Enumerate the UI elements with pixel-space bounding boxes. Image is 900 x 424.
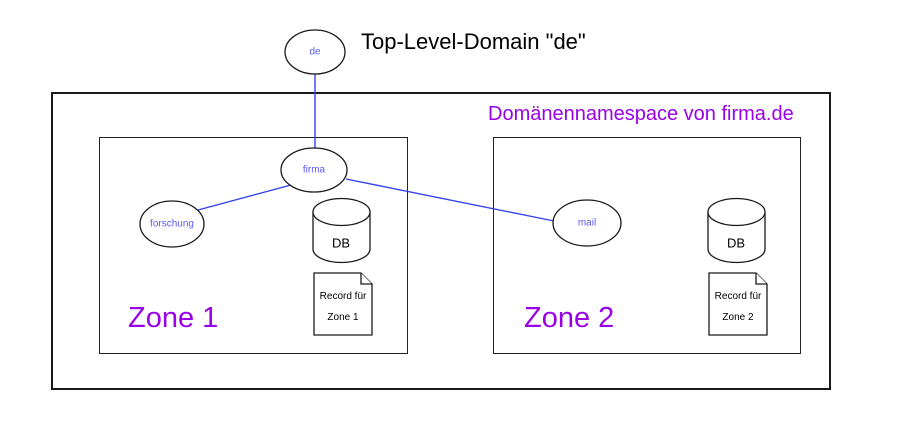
zone1-db-cylinder-body [312,212,371,264]
zone1-db-cylinder-top [312,197,371,227]
zone2-label: Zone 2 [524,302,615,334]
zone1-record-doc-fold-icon [360,273,372,285]
zone2-record-text: Record für Zone 2 [715,286,762,328]
edge-firma-mail [345,178,555,222]
node-forschung-label: forschung [150,218,194,230]
diagram-title: Top-Level-Domain "de" [361,29,586,54]
zone2-db-cylinder-top [707,197,766,227]
zone2-record-doc [708,272,768,336]
zone2-db-label: DB [726,235,746,251]
node-de-label: de [309,46,321,58]
zone1-record-line2: Zone 1 [327,312,359,323]
zone1-record-line1: Record für [319,291,367,302]
zone2-db-cylinder-body [707,212,766,264]
zone2-record-line2: Zone 2 [722,312,754,323]
node-firma-ellipse [280,147,348,193]
node-de-ellipse [284,29,346,75]
zone1-db-label: DB [331,235,351,251]
zone2-record-line1: Record für [714,291,762,302]
zone1-box [99,137,408,354]
zone1-record-text: Record für Zone 1 [320,286,367,328]
zone2-record-doc-fold-icon [755,273,767,285]
node-forschung-ellipse [139,200,205,248]
node-mail-ellipse [552,199,622,247]
node-mail-label: mail [577,217,597,229]
zone2-box [493,137,801,354]
zone1-label: Zone 1 [128,302,219,334]
namespace-label: Domänennamespace von firma.de [488,103,794,125]
edge-firma-forschung [197,184,292,211]
zone1-record-doc [313,272,373,336]
domain-namespace-box [51,92,831,390]
node-firma-label: firma [302,164,326,176]
